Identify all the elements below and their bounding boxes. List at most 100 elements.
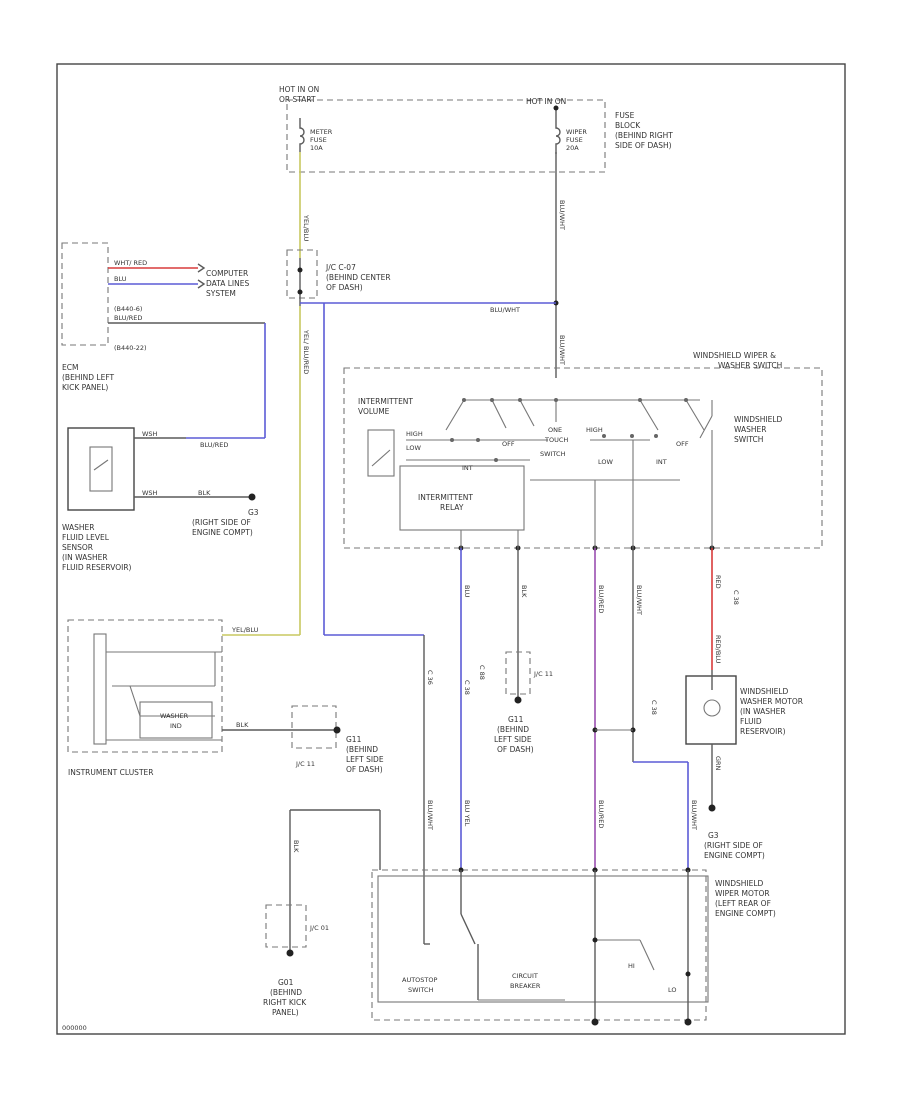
wiper-motor-pin-2	[684, 1018, 692, 1026]
svg-text:TOUCH: TOUCH	[544, 436, 568, 444]
svg-text:BLK: BLK	[198, 489, 211, 497]
svg-text:SIDE OF DASH): SIDE OF DASH)	[615, 141, 672, 150]
svg-text:RED: RED	[714, 575, 722, 589]
washer-fluid-sensor-box	[67, 427, 135, 511]
circuit-breaker-label: CIRCUIT	[512, 972, 538, 980]
svg-text:(BEHIND RIGHT: (BEHIND RIGHT	[615, 131, 673, 140]
ecm-label: ECM (BEHIND LEFT KICK PANEL)	[62, 363, 115, 392]
svg-text:ENGINE COMPT): ENGINE COMPT)	[704, 851, 765, 860]
or-start-label: OR START	[279, 95, 316, 104]
svg-text:FUSE: FUSE	[615, 111, 635, 120]
svg-text:OFF: OFF	[676, 440, 689, 448]
svg-text:DATA LINES: DATA LINES	[206, 279, 249, 288]
svg-text:INT: INT	[462, 464, 473, 472]
washer-motor-box	[685, 675, 737, 745]
svg-text:BLU/WHT: BLU/WHT	[690, 800, 698, 830]
svg-text:COMPUTER: COMPUTER	[206, 269, 248, 278]
instrument-cluster-outline	[67, 619, 223, 753]
svg-text:G11: G11	[508, 715, 524, 724]
svg-text:WIPER: WIPER	[566, 128, 587, 136]
ecm-pin-1: (B440-6)	[114, 305, 142, 313]
one-touch-label: ONE	[548, 426, 562, 434]
svg-text:HIGH: HIGH	[586, 426, 603, 434]
intermittent-relay-box	[399, 465, 525, 531]
intermittent-volume-label: INTERMITTENT	[358, 397, 413, 406]
svg-text:(LEFT REAR OF: (LEFT REAR OF	[715, 899, 771, 908]
svg-text:FLUID: FLUID	[740, 717, 762, 726]
svg-text:20A: 20A	[566, 144, 579, 152]
svg-text:WSH: WSH	[142, 430, 158, 438]
svg-text:ENGINE COMPT): ENGINE COMPT)	[715, 909, 776, 918]
svg-text:RELAY: RELAY	[440, 503, 464, 512]
svg-text:C 38: C 38	[463, 680, 471, 695]
ground-g11-mid	[514, 696, 522, 704]
svg-text:(RIGHT SIDE OF: (RIGHT SIDE OF	[704, 841, 763, 850]
svg-text:WSH: WSH	[142, 489, 158, 497]
svg-text:10A: 10A	[310, 144, 323, 152]
svg-text:C 38: C 38	[732, 590, 740, 605]
g01-label: G01 (BEHIND RIGHT KICK PANEL)	[263, 978, 307, 1017]
svg-text:INTERMITTENT: INTERMITTENT	[418, 493, 473, 502]
wiper-feed-wire-label-2: BLU/WHT	[558, 335, 566, 365]
svg-text:LEFT SIDE: LEFT SIDE	[494, 735, 532, 744]
svg-text:(BEHIND LEFT: (BEHIND LEFT	[62, 373, 115, 382]
switch-contacts	[406, 398, 713, 481]
svg-text:VOLUME: VOLUME	[358, 407, 390, 416]
diagram-footer-id: 000000	[62, 1024, 87, 1032]
ground-g11-left	[333, 726, 341, 734]
ground-g3-motor	[708, 804, 716, 812]
svg-text:WINDSHIELD: WINDSHIELD	[740, 687, 789, 696]
svg-text:WHT/ RED: WHT/ RED	[114, 259, 147, 267]
svg-text:IND: IND	[170, 722, 182, 730]
ground-g01	[286, 949, 294, 957]
g3-sensor-label: G3 (RIGHT SIDE OF ENGINE COMPT)	[192, 508, 259, 537]
wiper-washer-switch-label: WINDSHIELD WIPER & WASHER SWITCH	[693, 351, 782, 370]
wiper-motor-outline	[371, 869, 707, 1021]
svg-text:OF DASH): OF DASH)	[326, 283, 363, 292]
svg-text:BLOCK: BLOCK	[615, 121, 641, 130]
wiper-motor-pin-1	[591, 1018, 599, 1026]
jc-left-outline	[291, 705, 337, 749]
svg-text:BLU/RED: BLU/RED	[200, 441, 228, 449]
svg-text:RED/BLU: RED/BLU	[714, 635, 722, 664]
ecm-outline	[61, 242, 109, 346]
svg-text:LO: LO	[668, 986, 677, 994]
svg-text:WINDSHIELD: WINDSHIELD	[734, 415, 783, 424]
fuse-block-outline	[286, 99, 606, 173]
svg-text:(BEHIND: (BEHIND	[270, 988, 302, 997]
svg-text:(IN WASHER: (IN WASHER	[62, 553, 108, 562]
svg-text:PANEL): PANEL)	[272, 1008, 299, 1017]
washer-motor-label: WINDSHIELD WASHER MOTOR (IN WASHER FLUID…	[740, 687, 803, 736]
diagram-frame	[56, 63, 846, 1035]
svg-text:(BEHIND: (BEHIND	[497, 725, 529, 734]
svg-text:SENSOR: SENSOR	[62, 543, 93, 552]
svg-text:BREAKER: BREAKER	[510, 982, 541, 990]
svg-text:BLU YEL: BLU YEL	[463, 800, 471, 827]
wiper-washer-switch-outline	[343, 367, 823, 549]
svg-text:WASHER SWITCH: WASHER SWITCH	[718, 361, 782, 370]
svg-text:WIPER MOTOR: WIPER MOTOR	[715, 889, 770, 898]
svg-text:METER: METER	[310, 128, 333, 136]
cluster-feed-wire-label: YEL/ BLU/RED	[302, 329, 310, 374]
svg-text:OF DASH): OF DASH)	[346, 765, 383, 774]
svg-text:WINDSHIELD WIPER &: WINDSHIELD WIPER &	[693, 351, 776, 360]
svg-text:WASHER: WASHER	[160, 712, 189, 720]
svg-text:LEFT SIDE: LEFT SIDE	[346, 755, 384, 764]
svg-text:BLK: BLK	[292, 840, 300, 853]
svg-text:SWITCH: SWITCH	[734, 435, 763, 444]
cdls-label: COMPUTER DATA LINES SYSTEM	[206, 269, 249, 298]
svg-text:C 36: C 36	[426, 670, 434, 685]
svg-text:HI: HI	[628, 962, 635, 970]
svg-text:BLU/WHT: BLU/WHT	[426, 800, 434, 830]
svg-text:J/C 11: J/C 11	[533, 670, 553, 678]
svg-text:FLUID RESERVOIR): FLUID RESERVOIR)	[62, 563, 132, 572]
svg-text:ECM: ECM	[62, 363, 78, 372]
jc-top-outline	[286, 249, 318, 299]
svg-text:BLU/RED: BLU/RED	[597, 800, 605, 828]
meter-feed-wire-label: YEL/BLU	[302, 214, 310, 242]
svg-text:BLU/RED: BLU/RED	[597, 585, 605, 613]
meter-fuse: METER FUSE 10A	[299, 118, 333, 152]
svg-text:INT: INT	[656, 458, 667, 466]
instrument-cluster-label: INSTRUMENT CLUSTER	[68, 768, 153, 777]
svg-text:BLU/RED: BLU/RED	[114, 314, 142, 322]
